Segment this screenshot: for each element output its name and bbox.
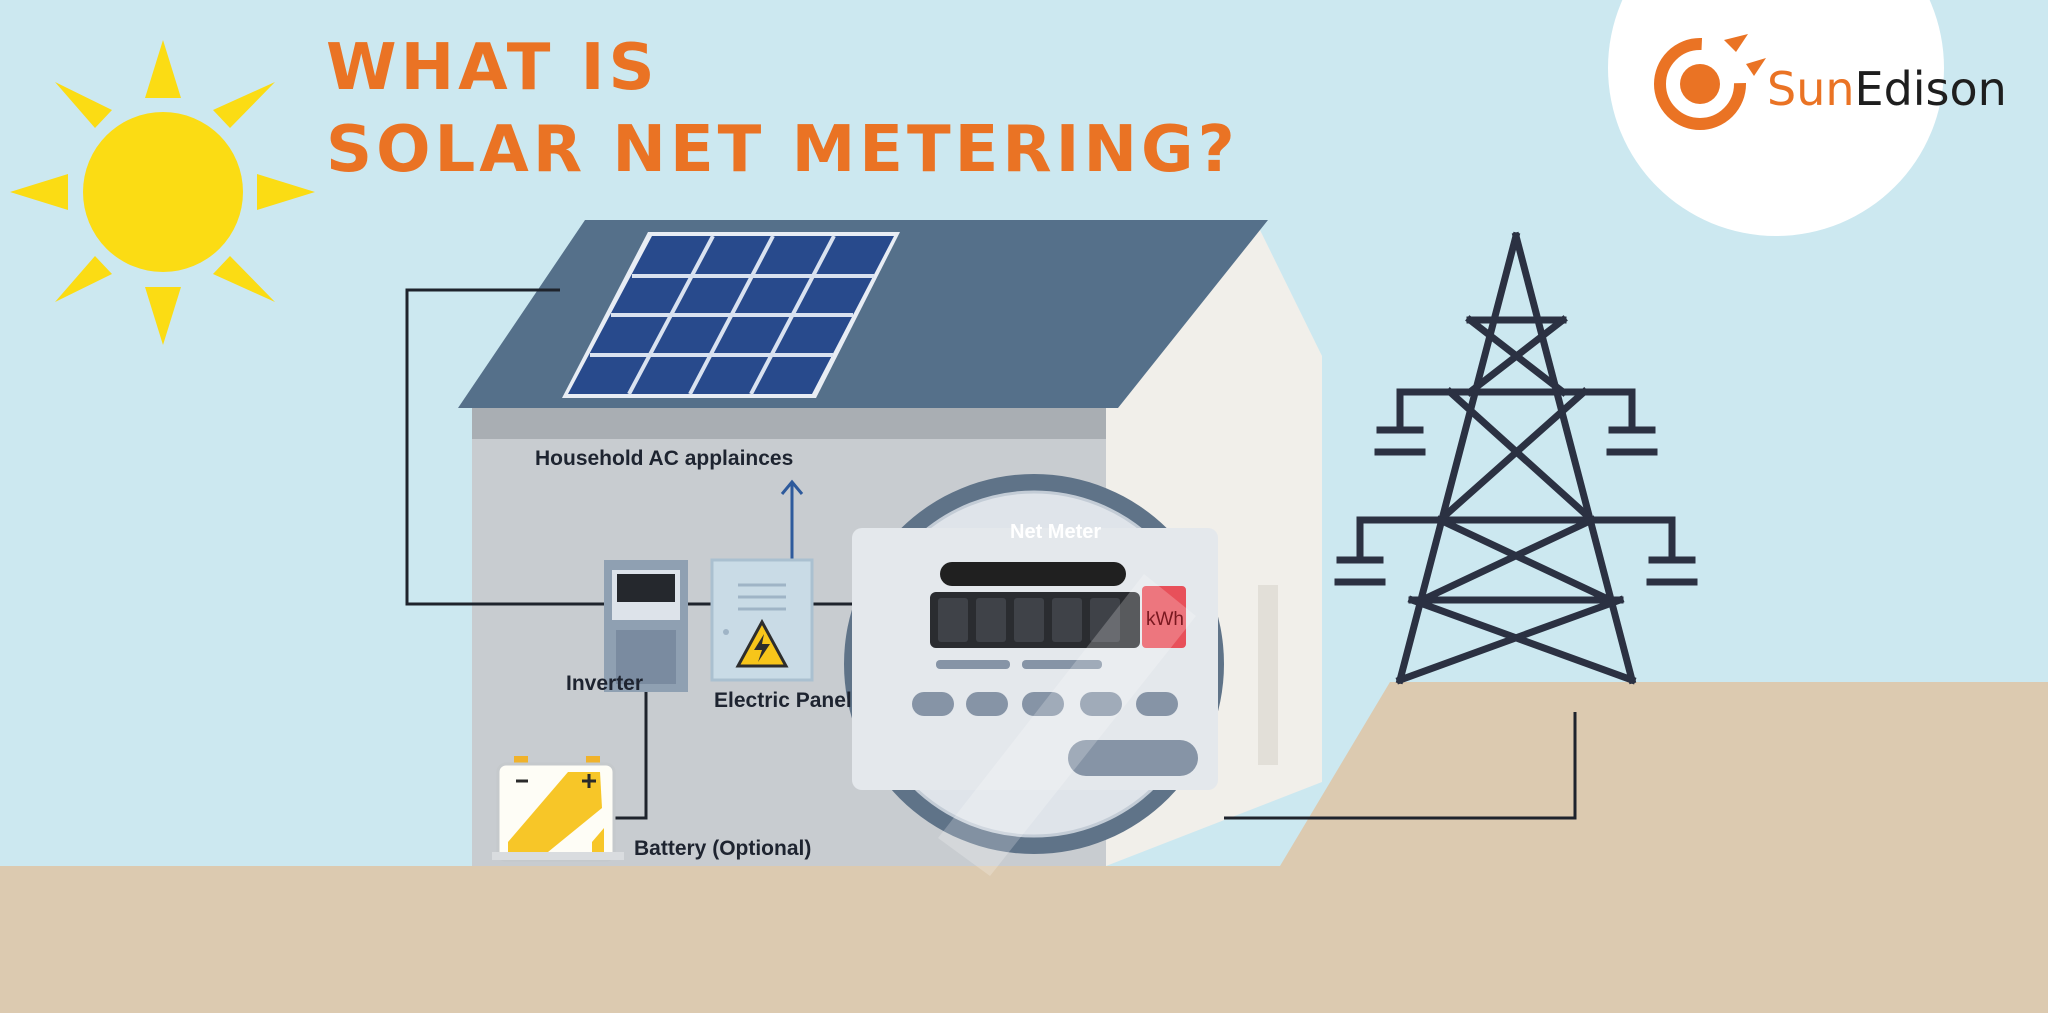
brand-edison: Edison <box>1854 62 2007 116</box>
side-window <box>1258 585 1278 765</box>
solar-panel-icon <box>562 232 900 398</box>
inverter-icon <box>604 560 688 692</box>
sunedison-logo-icon <box>1654 34 1766 130</box>
kwh-label: kWh <box>1146 609 1184 630</box>
net-meter-label: Net Meter <box>1010 521 1102 543</box>
brand-wordmark: SunEdison <box>1767 66 2007 112</box>
battery-label: Battery (Optional) <box>634 837 812 860</box>
heading-line-1: WHAT IS <box>326 31 659 105</box>
logo-badge <box>1608 0 1944 236</box>
heading-line-2: SOLAR NET METERING? <box>326 113 1239 187</box>
brand-sun: Sun <box>1767 62 1855 116</box>
ground <box>0 682 2048 1013</box>
power-tower-icon <box>1334 231 1698 685</box>
battery-icon <box>492 756 624 862</box>
arrow-up-icon <box>780 479 804 560</box>
sun-icon <box>10 40 315 345</box>
warning-icon <box>735 618 789 668</box>
net-meter-icon <box>844 474 1224 876</box>
electric-panel-label: Electric Panel <box>714 689 852 712</box>
electric-panel-icon <box>710 558 814 682</box>
appliances-label: Household AC applainces <box>535 447 794 470</box>
inverter-label: Inverter <box>566 672 644 695</box>
